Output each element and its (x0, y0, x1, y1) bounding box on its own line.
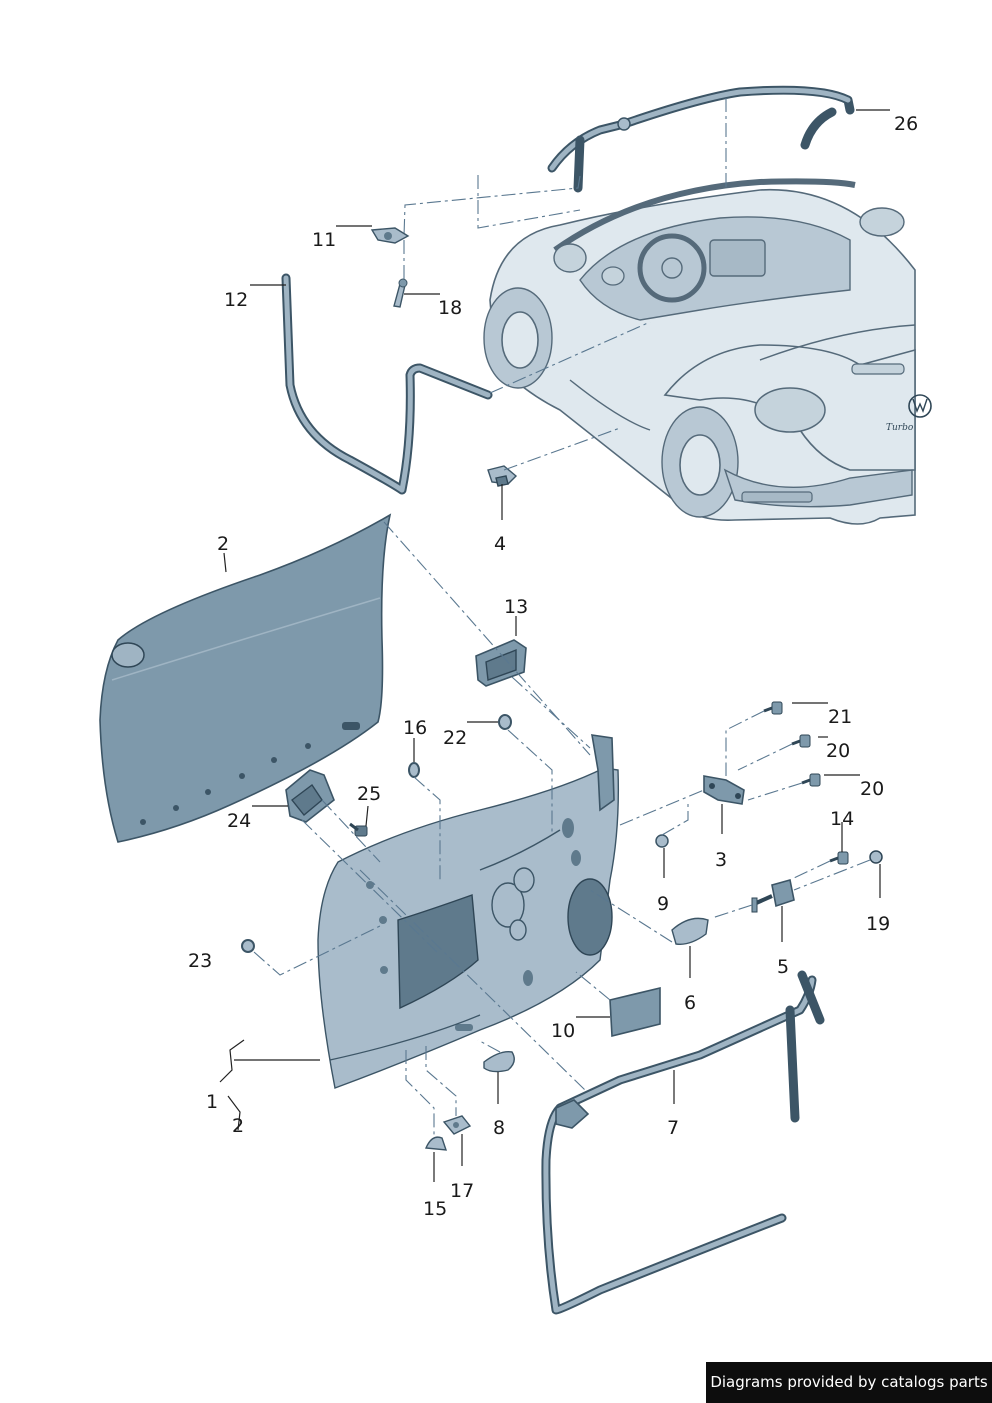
callout-5: 5 (777, 956, 789, 978)
callout-9: 9 (657, 893, 669, 915)
callout-4: 4 (494, 533, 506, 555)
callout-21: 21 (828, 706, 852, 728)
part-18-pin (393, 278, 408, 308)
leader-lines (219, 109, 890, 1182)
callout-10: 10 (551, 1020, 575, 1042)
part-22-grommet (498, 714, 512, 730)
callout-7: 7 (667, 1117, 679, 1139)
part-4-clip (487, 465, 518, 487)
part-6-bump-stop (671, 917, 709, 945)
callout-17: 17 (450, 1180, 474, 1202)
callout-3: 3 (715, 849, 727, 871)
callout-18: 18 (438, 297, 462, 319)
callout-6: 6 (684, 992, 696, 1014)
part-12-door-window-seal (281, 273, 493, 495)
part-3-hinge (703, 775, 745, 805)
tail-lamp (754, 387, 826, 433)
callout-13: 13 (504, 596, 528, 618)
part-24-hinge-cover (285, 769, 335, 823)
right-mirror (859, 207, 905, 237)
part-19-screw (869, 850, 883, 864)
callout-20-lower: 20 (860, 778, 884, 800)
part-20-bolt-upper (791, 734, 811, 748)
part-15-cap (424, 1136, 448, 1151)
callout-15: 15 (423, 1198, 447, 1220)
callout-22: 22 (443, 727, 467, 749)
callout-11: 11 (312, 229, 336, 251)
assembly-lines (253, 98, 871, 1136)
part-14-bolt (829, 851, 849, 865)
part-8-plug (483, 1051, 515, 1073)
vehicle-illustration: Turbo (483, 178, 932, 525)
callout-1: 1 (206, 1091, 218, 1113)
callout-2-sub: 2 (232, 1115, 244, 1137)
steering-wheel (637, 233, 707, 303)
part-2-door-outer-panel (99, 513, 392, 843)
part-20-bolt-lower (801, 773, 821, 787)
part-10-foil (609, 986, 661, 1038)
part-26-windscreen-seal (547, 85, 855, 193)
part-7-door-seal (541, 970, 825, 1315)
callout-20-upper: 20 (826, 740, 850, 762)
callout-24: 24 (227, 810, 251, 832)
vw-emblem (908, 394, 932, 418)
callout-25: 25 (357, 783, 381, 805)
credit-banner: Diagrams provided by catalogs parts (706, 1362, 992, 1403)
part-16-clip (408, 762, 420, 778)
part-13-bracket (475, 639, 527, 687)
callout-26: 26 (894, 113, 918, 135)
part-23-grommet (241, 939, 255, 953)
callout-23: 23 (188, 950, 212, 972)
callout-8: 8 (493, 1117, 505, 1139)
callout-16: 16 (403, 717, 427, 739)
door-handle-recess (111, 642, 145, 668)
part-5-door-check (751, 878, 795, 913)
left-mirror (553, 243, 587, 273)
part-21-bolt (763, 701, 783, 715)
part-17-plug (442, 1115, 472, 1135)
part-9-nut (655, 834, 669, 848)
part-1-door-shell (317, 734, 620, 1089)
callout-2-outer-panel: 2 (217, 533, 229, 555)
callout-14: 14 (830, 808, 854, 830)
callout-labels: 26 11 12 18 4 2 13 16 22 21 20 20 25 24 … (188, 113, 918, 1220)
part-25-bolt (349, 822, 368, 837)
callout-19: 19 (866, 913, 890, 935)
turbo-badge: Turbo (886, 423, 914, 433)
part-11-clip (370, 227, 410, 244)
callout-12: 12 (224, 289, 248, 311)
